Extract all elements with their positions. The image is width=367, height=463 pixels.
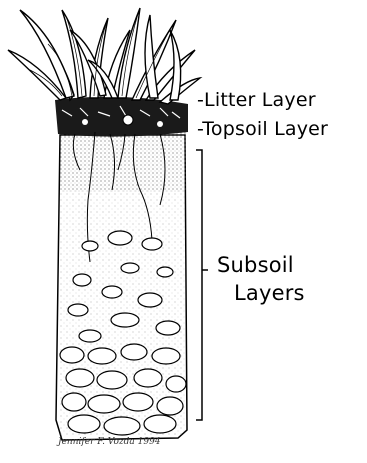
- litter-layer-label: -Litter Layer: [197, 89, 316, 111]
- subsoil-label-line2: Layers: [234, 281, 305, 305]
- subsoil-label-line1: Subsoil: [217, 253, 294, 277]
- bracket-icon: [196, 150, 208, 420]
- grass-plants-icon: [8, 8, 200, 104]
- artist-signature: Jennifer F. Vozda 1994: [58, 437, 161, 447]
- topsoil-layer-label: -Topsoil Layer: [197, 118, 328, 140]
